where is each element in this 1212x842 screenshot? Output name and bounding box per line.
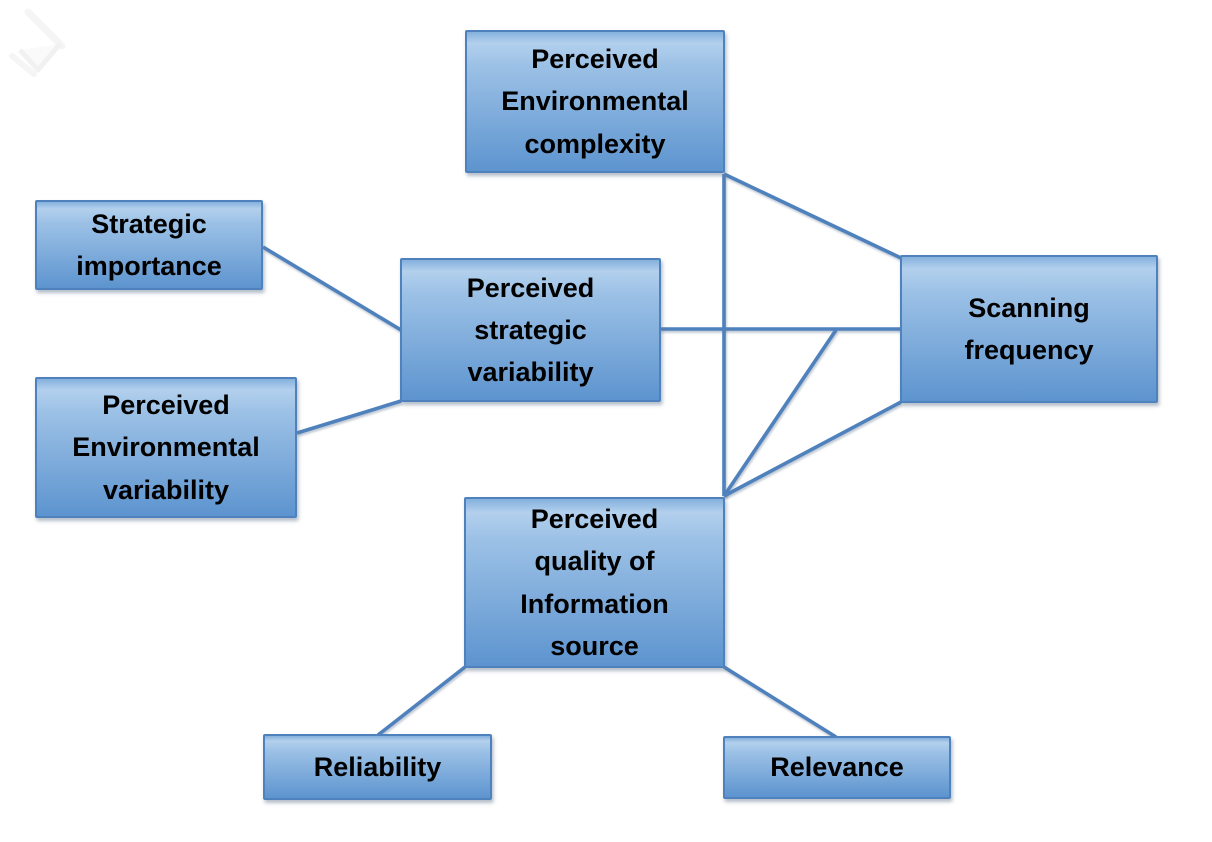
node-reliability: Reliability (263, 734, 492, 800)
node-perceived-quality-of-information-source: Perceived quality of Information source (464, 497, 725, 668)
connector-perceived-quality-of-information-source__connector-junction (722, 328, 838, 498)
connector-perceived-environmental-complexity__scanning-frequency (723, 172, 902, 260)
node-scanning-frequency: Scanning frequency (900, 255, 1158, 403)
node-label-relevance: Relevance (770, 752, 904, 783)
node-perceived-environmental-variability: Perceived Environmental variability (35, 377, 297, 518)
connector-perceived-quality-of-information-source__scanning-frequency (723, 400, 902, 498)
node-relevance: Relevance (723, 736, 951, 799)
node-perceived-environmental-complexity: Perceived Environmental complexity (465, 30, 725, 173)
node-label-perceived-environmental-variability: Perceived Environmental variability (72, 390, 260, 505)
connector-perceived-environmental-variability__perceived-strategic-variability (296, 399, 402, 435)
node-strategic-importance: Strategic importance (35, 200, 263, 290)
node-label-perceived-quality-of-information-source: Perceived quality of Information source (520, 504, 669, 661)
connector-perceived-quality-of-information-source__relevance (723, 665, 837, 739)
node-label-perceived-environmental-complexity: Perceived Environmental complexity (501, 44, 689, 159)
connector-perceived-quality-of-information-source__reliability (376, 665, 467, 737)
node-label-scanning-frequency: Scanning frequency (964, 292, 1094, 365)
node-label-perceived-strategic-variability: Perceived strategic variability (466, 272, 595, 388)
node-perceived-strategic-variability: Perceived strategic variability (400, 258, 661, 402)
node-label-strategic-importance: Strategic importance (76, 208, 222, 281)
connector-strategic-importance__perceived-strategic-variability (262, 245, 402, 332)
node-label-reliability: Reliability (313, 751, 442, 782)
